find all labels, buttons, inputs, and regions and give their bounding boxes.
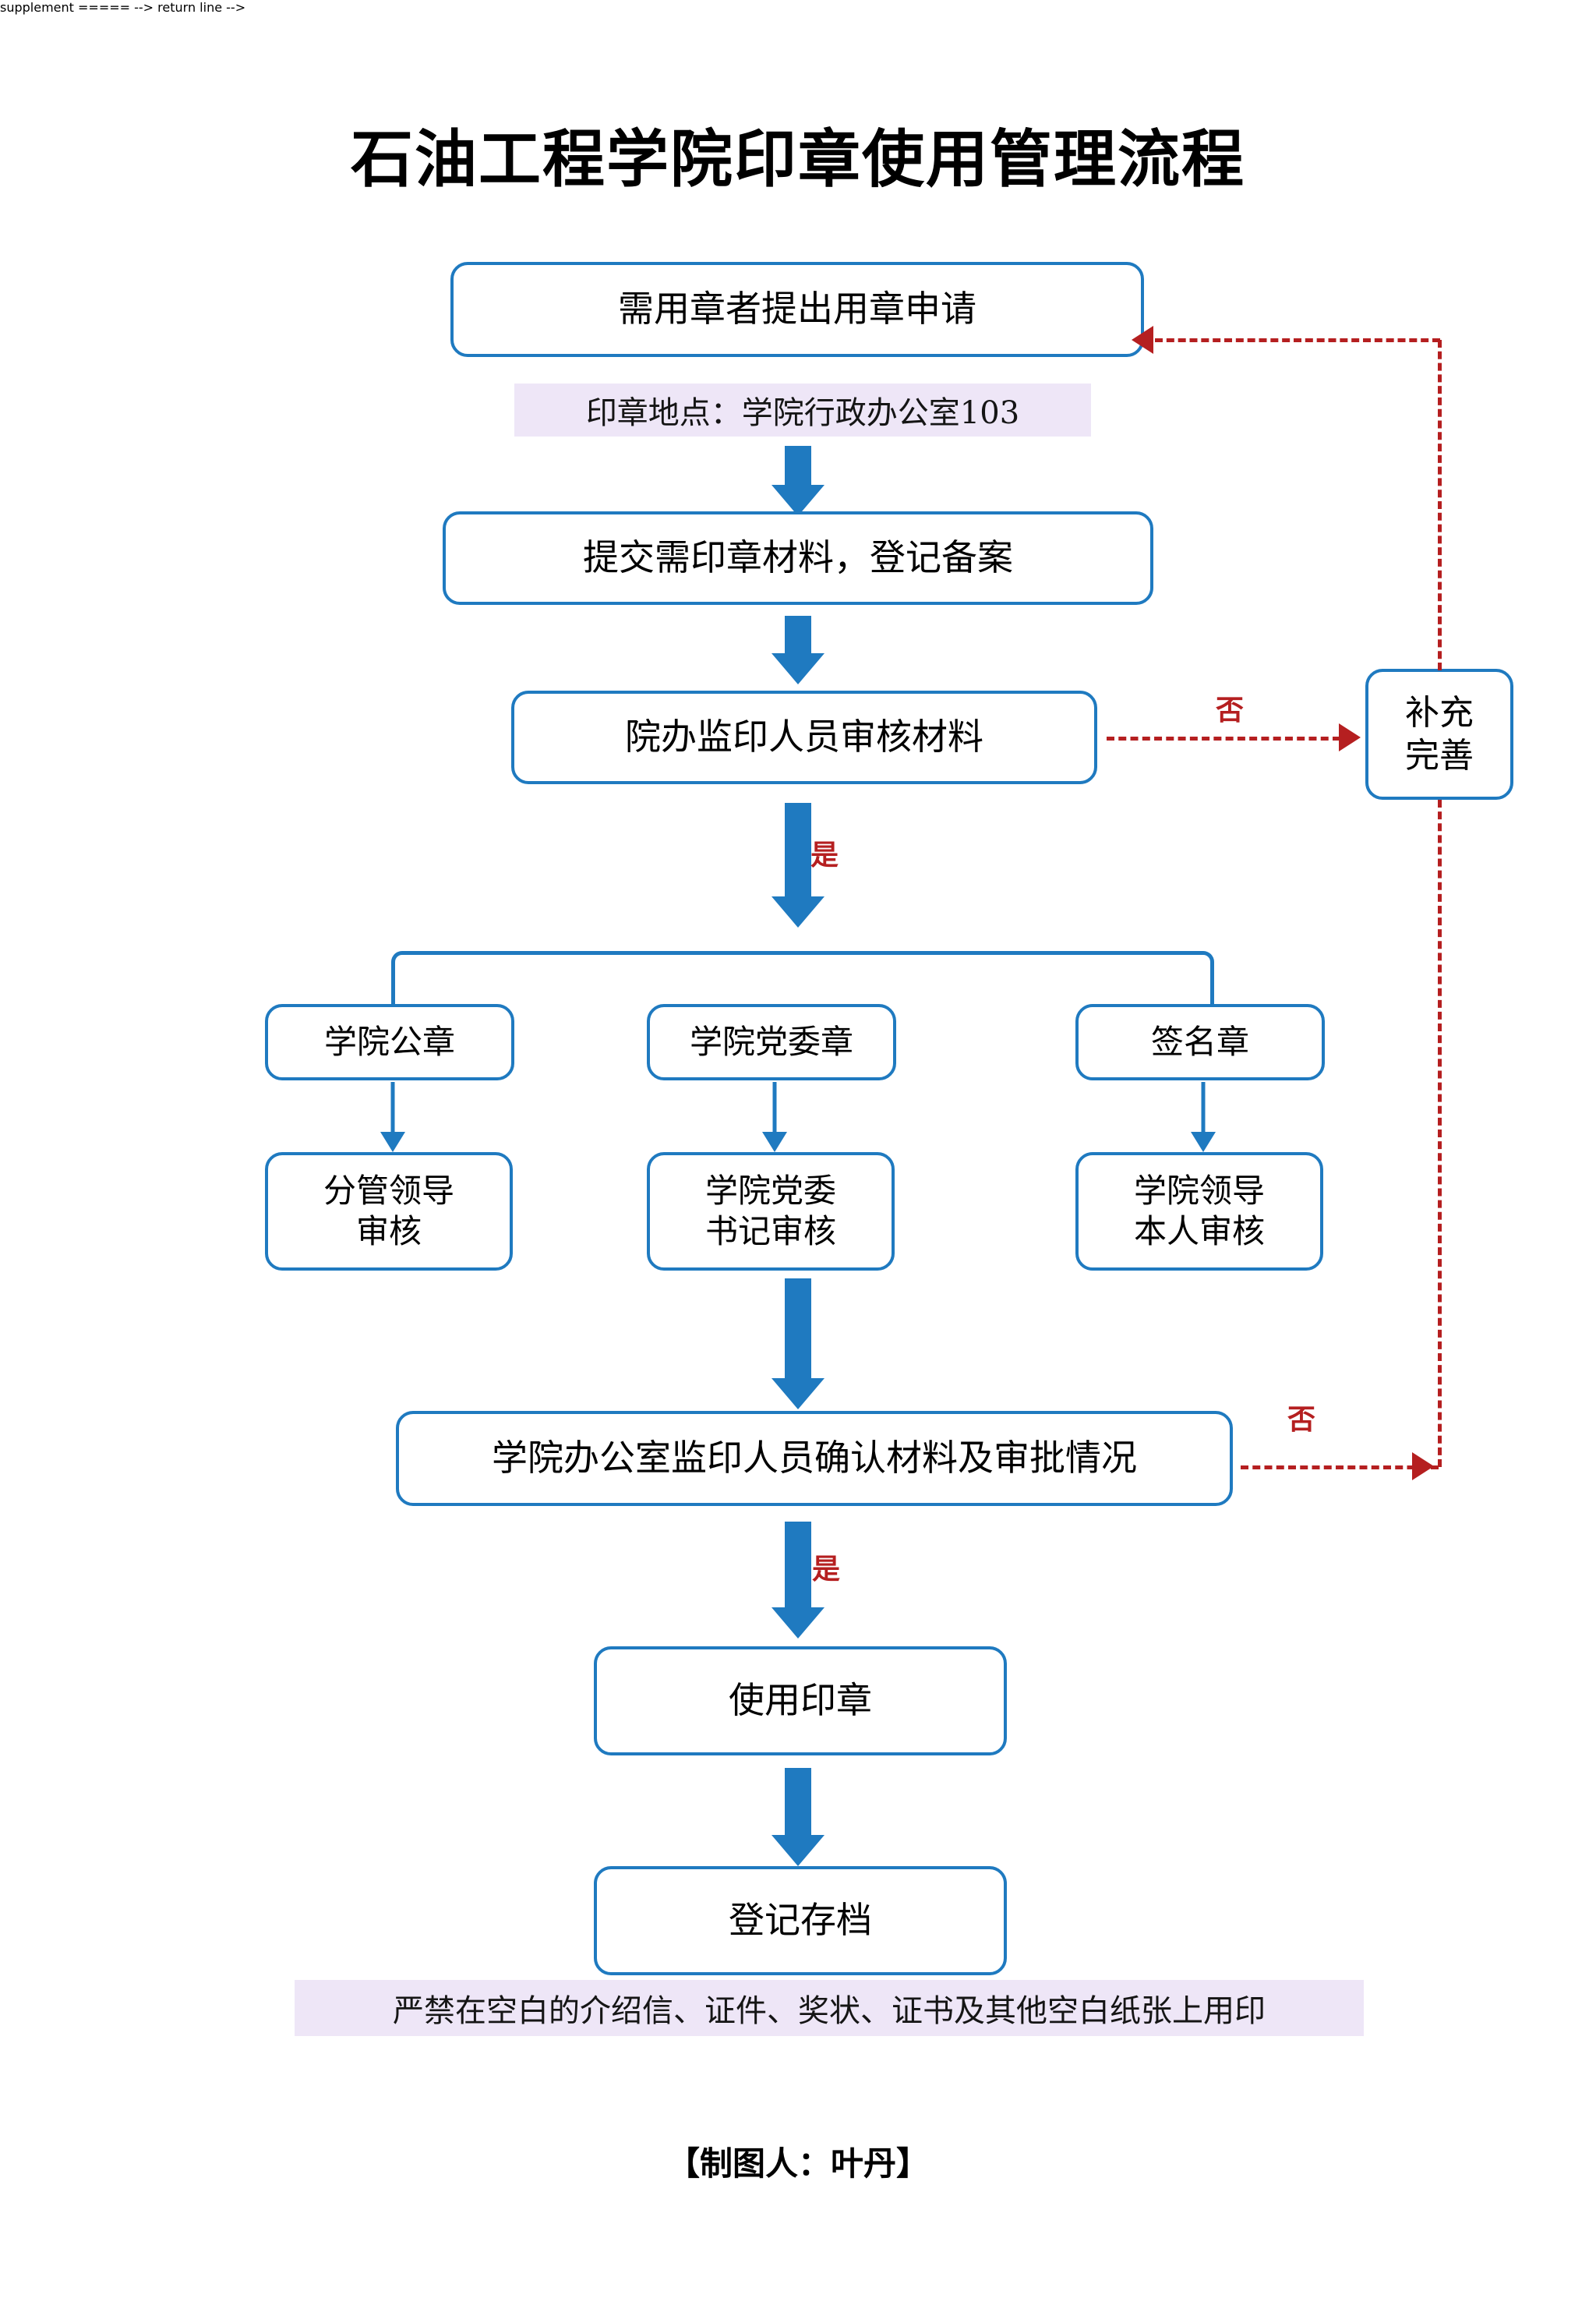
- arrow-seal1-to-approver1: [377, 1082, 408, 1152]
- arrow-shaft: [1201, 1082, 1206, 1133]
- node-seal-option-1-label: 学院公章: [323, 1022, 455, 1061]
- arrow-confirm-to-use-seal: [767, 1522, 829, 1639]
- node-approver-1[interactable]: 分管领导 审核: [265, 1152, 513, 1271]
- arrow-use-seal-to-archive: [767, 1768, 829, 1866]
- arrow-seal2-to-approver2: [759, 1082, 790, 1152]
- dashed-supplement-down: [1438, 800, 1442, 1467]
- arrow-shaft: [785, 1768, 811, 1835]
- node-apply-label: 需用章者提出用章申请: [618, 288, 976, 331]
- arrow-seal3-to-approver3: [1188, 1082, 1219, 1152]
- note-warning: 严禁在空白的介绍信、证件、奖状、证书及其他空白纸张上用印: [295, 1980, 1364, 2036]
- node-seal-option-1[interactable]: 学院公章: [265, 1004, 514, 1080]
- node-review-label: 院办监印人员审核材料: [625, 716, 983, 758]
- node-approver-2-line1: 学院党委: [704, 1171, 836, 1210]
- node-submit-label: 提交需印章材料，登记备案: [583, 536, 1013, 579]
- node-apply[interactable]: 需用章者提出用章申请: [450, 262, 1144, 357]
- arrow-head: [772, 485, 824, 516]
- node-use-seal-label: 使用印章: [729, 1679, 872, 1722]
- arrow-head: [380, 1132, 405, 1152]
- branch-label-no-1: 否: [1216, 695, 1245, 726]
- arrow-shaft: [390, 1082, 395, 1133]
- node-confirm[interactable]: 学院办公室监印人员确认材料及审批情况: [396, 1411, 1233, 1506]
- arrow-shaft: [785, 616, 811, 655]
- credit-line: 【制图人：叶丹】: [666, 2144, 929, 2183]
- arrow-head: [772, 1835, 824, 1866]
- node-approver-1-line1: 分管领导: [323, 1171, 454, 1210]
- dashed-confirm-to-return: [1241, 1465, 1439, 1469]
- branch-connector-bracket: [391, 951, 1214, 1015]
- dashed-review-to-supplement: [1107, 737, 1340, 741]
- branch-label-no-2: 否: [1287, 1404, 1316, 1436]
- node-approver-1-line2: 审核: [355, 1212, 422, 1250]
- node-archive-label: 登记存档: [729, 1899, 872, 1942]
- node-archive[interactable]: 登记存档: [594, 1866, 1007, 1975]
- arrow-shaft: [785, 446, 811, 486]
- node-supplement[interactable]: 补充 完善: [1365, 669, 1513, 800]
- arrow-submit-to-review: [767, 616, 829, 684]
- node-approver-3-line2: 本人审核: [1133, 1212, 1265, 1250]
- node-review[interactable]: 院办监印人员审核材料: [511, 691, 1097, 784]
- arrow-approvers-to-confirm: [767, 1278, 829, 1409]
- node-seal-option-2[interactable]: 学院党委章: [647, 1004, 896, 1080]
- arrowhead-confirm-to-return: [1412, 1452, 1434, 1480]
- arrow-apply-to-submit: [767, 446, 829, 516]
- node-supplement-line2: 完善: [1405, 736, 1474, 776]
- node-seal-option-3-label: 签名章: [1150, 1022, 1249, 1061]
- arrow-head: [772, 896, 824, 928]
- node-submit[interactable]: 提交需印章材料，登记备案: [443, 511, 1153, 605]
- note-seal-location: 印章地点：学院行政办公室103: [514, 384, 1091, 437]
- node-use-seal[interactable]: 使用印章: [594, 1646, 1007, 1755]
- node-seal-option-2-label: 学院党委章: [689, 1022, 853, 1061]
- node-supplement-label: 补充 完善: [1368, 691, 1510, 777]
- branch-label-yes-1: 是: [810, 840, 839, 871]
- note-seal-location-label: 印章地点：学院行政办公室103: [585, 395, 1020, 431]
- arrow-shaft: [785, 1278, 811, 1378]
- node-supplement-line1: 补充: [1405, 693, 1474, 733]
- arrow-head: [772, 1607, 824, 1639]
- node-approver-2[interactable]: 学院党委 书记审核: [647, 1152, 895, 1271]
- arrow-review-to-seal-group: [767, 803, 829, 928]
- node-approver-2-line2: 书记审核: [704, 1212, 836, 1250]
- arrow-head: [762, 1132, 787, 1152]
- arrowhead-review-to-supplement: [1339, 723, 1361, 751]
- arrow-head: [772, 653, 824, 684]
- node-seal-option-3[interactable]: 签名章: [1075, 1004, 1325, 1080]
- dashed-supplement-up: [1438, 340, 1442, 670]
- note-warning-label: 严禁在空白的介绍信、证件、奖状、证书及其他空白纸张上用印: [393, 1993, 1266, 2029]
- page-title: 石油工程学院印章使用管理流程: [351, 123, 1245, 196]
- arrow-head: [772, 1378, 824, 1409]
- arrowhead-return-to-apply: [1132, 326, 1153, 354]
- node-confirm-label: 学院办公室监印人员确认材料及审批情况: [492, 1437, 1137, 1480]
- node-approver-2-label: 学院党委 书记审核: [650, 1171, 892, 1253]
- arrow-head: [1191, 1132, 1216, 1152]
- node-approver-3[interactable]: 学院领导 本人审核: [1075, 1152, 1323, 1271]
- node-approver-1-label: 分管领导 审核: [268, 1171, 510, 1253]
- arrow-shaft: [772, 1082, 777, 1133]
- node-approver-3-line1: 学院领导: [1133, 1171, 1265, 1210]
- branch-label-yes-2: 是: [812, 1554, 841, 1586]
- arrow-shaft: [785, 1522, 811, 1607]
- arrow-shaft: [785, 803, 811, 896]
- node-approver-3-label: 学院领导 本人审核: [1079, 1171, 1320, 1253]
- dashed-return-to-apply: [1155, 338, 1440, 342]
